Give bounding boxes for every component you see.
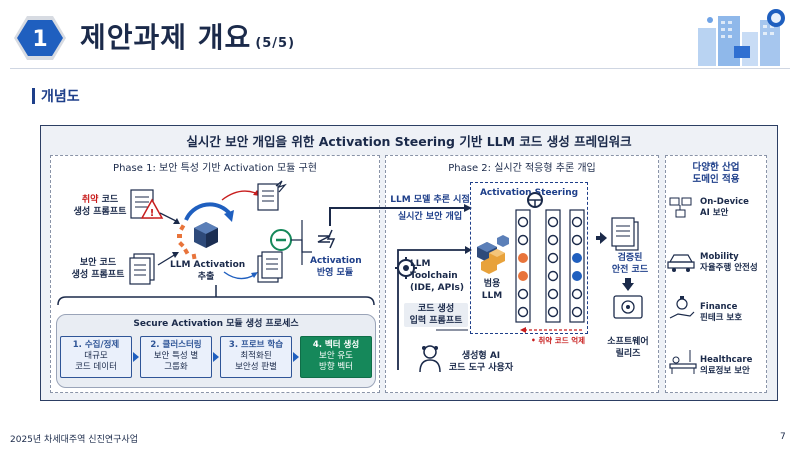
medical-bed-icon — [669, 350, 697, 374]
vuln-word: 취약 — [81, 195, 99, 205]
diagram-title: 실시간 보안 개입을 위한 Activation Steering 기반 LLM… — [186, 134, 632, 149]
verified-code-icon — [611, 217, 639, 251]
section-label: 개념도 — [41, 89, 80, 105]
section-number: 1 — [32, 27, 47, 52]
phase1-title: Phase 1: 보안 특성 기반 Activation 모듈 구현 — [113, 163, 317, 174]
page-number: 7 — [780, 432, 786, 442]
svg-text:!: ! — [150, 208, 155, 219]
activation-steering-label: Activation Steering — [479, 188, 579, 198]
section-marker — [32, 88, 35, 104]
finance-hand-icon — [669, 296, 695, 319]
page-indicator: (5/5) — [255, 36, 296, 51]
realtime-intervention-label: 실시간 보안 개입 — [397, 212, 463, 222]
secure-document-icon — [129, 253, 155, 285]
page-title: 제안과제 개요(5/5) — [80, 16, 295, 56]
section-number-badge: 1 — [14, 16, 66, 60]
steering-wheel-icon — [527, 192, 543, 208]
software-release-icon — [613, 295, 643, 319]
device-network-icon — [669, 197, 692, 218]
footer-program: 2025년 차세대주역 신진연구사업 — [10, 435, 138, 445]
ai-city-illustration — [698, 9, 785, 66]
llm-cubes-icon — [477, 235, 509, 274]
secure-process-title: Secure Activation 모듈 생성 프로세스 — [133, 319, 299, 329]
output-documents-icon — [257, 180, 292, 283]
neural-layers-icon — [515, 209, 585, 323]
user-icon — [419, 345, 441, 373]
phase2-title: Phase 2: 실시간 적응형 추론 개입 — [448, 163, 596, 174]
activation-cycle-icon — [177, 202, 234, 260]
activation-module-icon — [317, 229, 336, 249]
domains-panel — [665, 155, 767, 393]
page-title-text: 제안과제 개요 — [80, 21, 252, 54]
vuln-document-icon: ! — [130, 189, 164, 219]
vuln-prompt-word: 생성 프롬프트 — [73, 207, 127, 217]
vuln-code-word: 코드 — [101, 195, 119, 205]
activation-steering-box — [470, 182, 588, 334]
suppress-note: • 취약 코드 억제 — [530, 336, 586, 345]
inference-time-label: LLM 모델 추론 시점 — [390, 195, 470, 205]
header-divider — [10, 68, 790, 69]
car-icon — [667, 254, 695, 272]
